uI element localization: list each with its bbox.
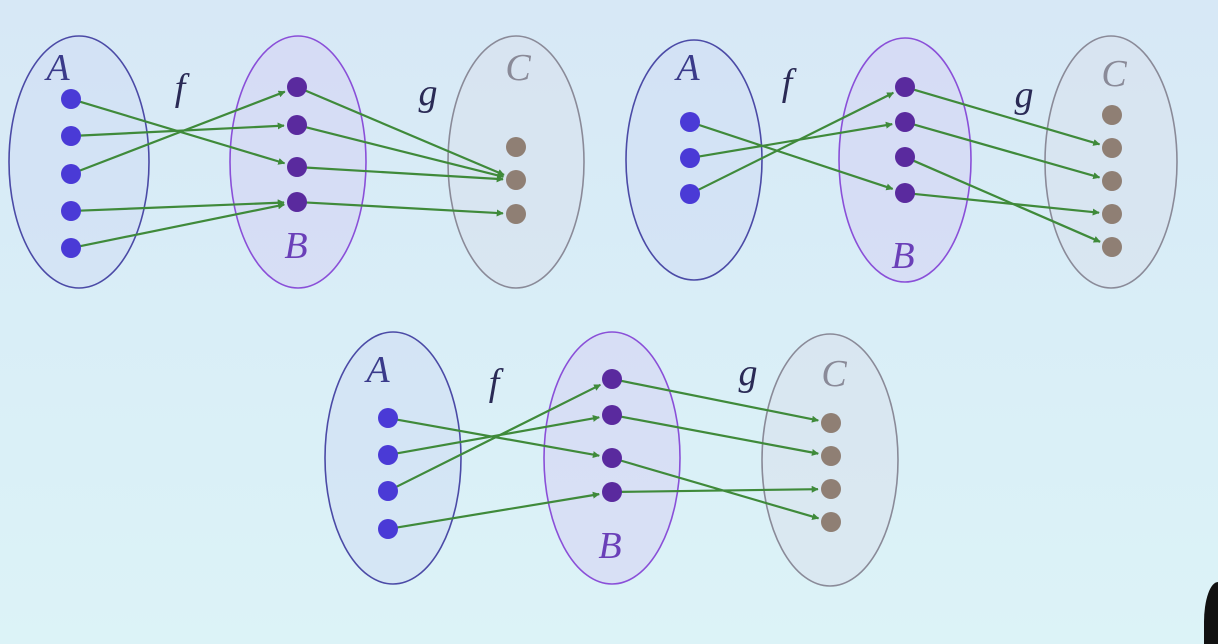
g-arrow: [619, 415, 819, 456]
f-arrow: [78, 90, 286, 173]
f-arrow: [697, 121, 893, 158]
function-f-label: f: [782, 62, 797, 104]
set-a-element: [680, 148, 700, 168]
speaker-silhouette: [1204, 582, 1218, 644]
set-b-element: [895, 77, 915, 97]
set-a-element: [680, 184, 700, 204]
set-b-element: [287, 192, 307, 212]
g-arrow: [304, 166, 504, 183]
set-b-element: [287, 157, 307, 177]
set-a-element: [61, 238, 81, 258]
set-b-element: [287, 115, 307, 135]
set-b-element: [895, 183, 915, 203]
set-c-element: [821, 446, 841, 466]
g-arrow: [912, 88, 1101, 146]
set-b-element: [602, 369, 622, 389]
set-a-ellipse: [8, 35, 150, 289]
function-f-label: f: [489, 362, 504, 404]
set-c-element: [1102, 237, 1122, 257]
set-c-element: [506, 137, 526, 157]
set-b-element: [895, 112, 915, 132]
function-g-label: g: [739, 352, 758, 394]
f-arrow: [394, 383, 601, 489]
set-a-label: A: [43, 47, 70, 89]
diagram-3: A B Cf g: [324, 331, 899, 587]
g-arrow: [619, 485, 819, 493]
g-arrow: [304, 201, 504, 217]
g-arrow: [303, 89, 505, 176]
f-arrow: [395, 491, 600, 529]
set-a-label: A: [673, 47, 700, 89]
set-b-element: [602, 405, 622, 425]
set-b-element: [602, 448, 622, 468]
function-g-label: g: [419, 72, 438, 114]
g-arrow: [912, 192, 1100, 216]
diagram-1: A B Cf g: [8, 35, 585, 289]
f-arrow: [78, 202, 285, 248]
set-c-label: C: [821, 353, 847, 395]
set-c-element: [821, 512, 841, 532]
set-b-label: B: [284, 225, 307, 267]
set-c-element: [506, 170, 526, 190]
set-c-element: [1102, 204, 1122, 224]
set-b-element: [287, 77, 307, 97]
set-b-element: [895, 147, 915, 167]
f-arrow: [697, 123, 894, 191]
set-c-element: [1102, 171, 1122, 191]
set-a-element: [378, 519, 398, 539]
g-arrow: [619, 379, 819, 423]
set-b-element: [602, 482, 622, 502]
g-arrow: [912, 123, 1101, 180]
set-a-element: [61, 89, 81, 109]
g-arrow: [619, 459, 820, 520]
function-g-label: g: [1015, 74, 1034, 116]
set-c-element: [1102, 138, 1122, 158]
set-a-element: [378, 445, 398, 465]
set-a-label: A: [363, 349, 390, 391]
f-arrow: [696, 91, 894, 192]
set-c-element: [506, 204, 526, 224]
f-arrow: [78, 199, 285, 212]
set-a-element: [61, 126, 81, 146]
set-c-label: C: [1101, 53, 1127, 95]
set-a-element: [61, 201, 81, 221]
g-arrow: [304, 125, 505, 179]
set-b-label: B: [891, 235, 914, 277]
function-f-label: f: [175, 67, 190, 109]
set-c-element: [1102, 105, 1122, 125]
set-a-element: [680, 112, 700, 132]
set-c-element: [821, 413, 841, 433]
set-a-element: [378, 408, 398, 428]
set-a-element: [378, 481, 398, 501]
set-b-label: B: [598, 525, 621, 567]
diagram-2: A B Cf g: [625, 35, 1178, 289]
f-arrow: [395, 418, 600, 459]
set-c-element: [821, 479, 841, 499]
set-c-label: C: [505, 47, 531, 89]
set-a-element: [61, 164, 81, 184]
g-arrow: [911, 159, 1101, 243]
